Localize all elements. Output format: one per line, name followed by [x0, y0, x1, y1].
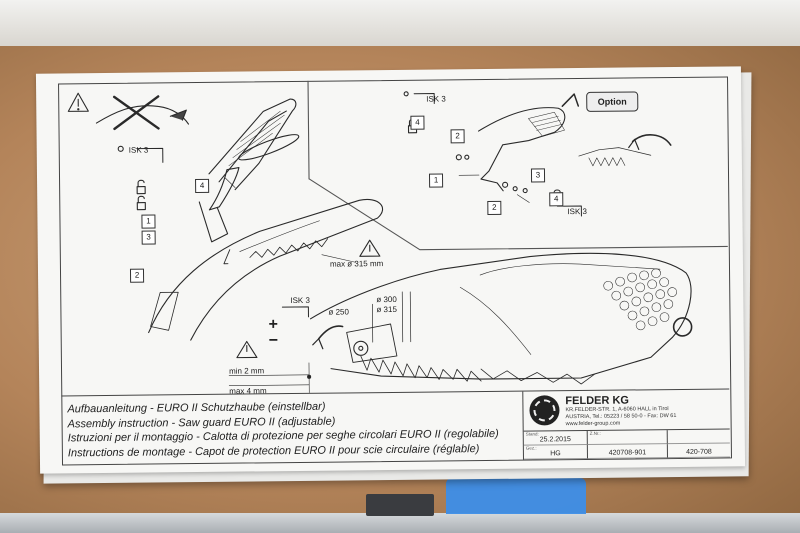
title-lines: Aufbauanleitung - EURO II Schutzhaube (e… [61, 391, 524, 465]
warning-triangle-icon [67, 92, 89, 112]
diameter-300: ø 300 [376, 295, 397, 304]
max-blade-diameter: max ø 315 mm [330, 259, 384, 269]
option-badge: Option [586, 91, 639, 112]
knob-circle-icon [672, 317, 693, 337]
part-box-1: 1 [141, 214, 156, 229]
black-clip [366, 494, 434, 516]
part-box-1b: 1 [428, 173, 444, 188]
warning-triangle-icon-3 [236, 340, 258, 359]
lock-icon [136, 186, 146, 195]
part-box-3: 3 [141, 230, 156, 245]
blue-foam-packing [446, 478, 586, 514]
part-box-2b: 2 [450, 129, 465, 144]
isk3-label-3: ISK 3 [426, 94, 446, 103]
unlock-icon [136, 202, 146, 211]
drawing-meta: Stand:25.2.2015 Z.Nr.: Gez.:HG 420708-90… [523, 428, 730, 460]
min-gap-label: min 2 mm [229, 366, 265, 375]
znr-value: 420708-901 [608, 449, 647, 457]
drawing-number: 420-708 [686, 448, 712, 456]
felder-logo-icon [529, 395, 560, 426]
title-block: Aufbauanleitung - EURO II Schutzhaube (e… [61, 388, 730, 465]
znr-label: Z.Nr.: [589, 430, 601, 436]
part-box-2: 2 [129, 268, 145, 283]
max-gap-label: max 4 mm [229, 386, 267, 395]
part-box-4c: 4 [549, 192, 564, 207]
part-box-2c: 2 [487, 200, 502, 215]
company-block: FELDER KG KR.FELDER-STR. 1, A-6060 HALL … [523, 389, 730, 460]
gez-value: HG [550, 450, 561, 458]
stand-value: 25.2.2015 [539, 436, 571, 444]
machine-top-edge [0, 0, 800, 48]
company-website: www.felder-group.com [565, 420, 621, 428]
company-address-2: AUSTRIA, Tel.: 05223 / 58 50-0 - Fax: DW… [565, 413, 677, 421]
instruction-sheet: ISK 3 ISK 3 ISK 3 ISK 3 max ø 315 mm ø 2… [35, 66, 746, 474]
diameter-250: ø 250 [328, 307, 349, 316]
assembly-drawing: ISK 3 ISK 3 ISK 3 ISK 3 max ø 315 mm ø 2… [67, 80, 729, 395]
isk3-label-1: ISK 3 [129, 146, 149, 155]
part-box-3b: 3 [530, 168, 546, 183]
isk3-label-2: ISK 3 [290, 296, 310, 305]
minus-sign: − [269, 332, 279, 349]
warning-triangle-icon-2 [359, 239, 381, 257]
part-box-4: 4 [195, 178, 210, 194]
isk3-label-4: ISK 3 [567, 207, 587, 216]
machine-bottom-edge [0, 513, 800, 533]
plus-sign: + [268, 316, 278, 333]
diameter-315: ø 315 [376, 305, 397, 314]
part-box-4b: 4 [410, 115, 425, 130]
